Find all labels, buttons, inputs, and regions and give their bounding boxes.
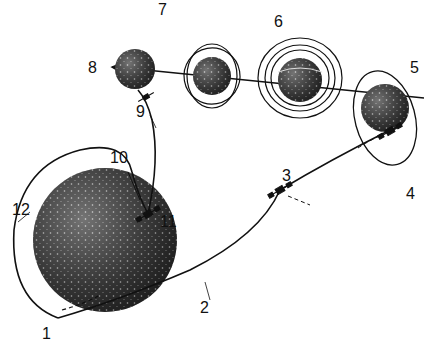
planet-7 [180,44,245,109]
callout-number: 3 [282,168,291,184]
callout-number: 8 [88,60,97,76]
callout-number: 9 [136,104,145,120]
spacecraft [135,91,403,223]
callout-number: 5 [410,60,419,76]
planet [33,168,177,312]
callout-number: 10 [110,150,128,166]
callout-number: 6 [274,14,283,30]
callout-number: 7 [158,2,167,18]
planet-4 [344,64,425,172]
planet-8 [115,49,155,89]
orbit [14,148,148,318]
callout-number: 2 [200,300,209,316]
callout-number: 12 [12,202,30,218]
callout-number: 1 [42,326,51,342]
trajectory [58,130,390,318]
callout-number: 4 [406,186,415,202]
planet-6 [258,38,342,118]
callout-number: 11 [160,214,177,230]
leader-line [128,172,140,200]
